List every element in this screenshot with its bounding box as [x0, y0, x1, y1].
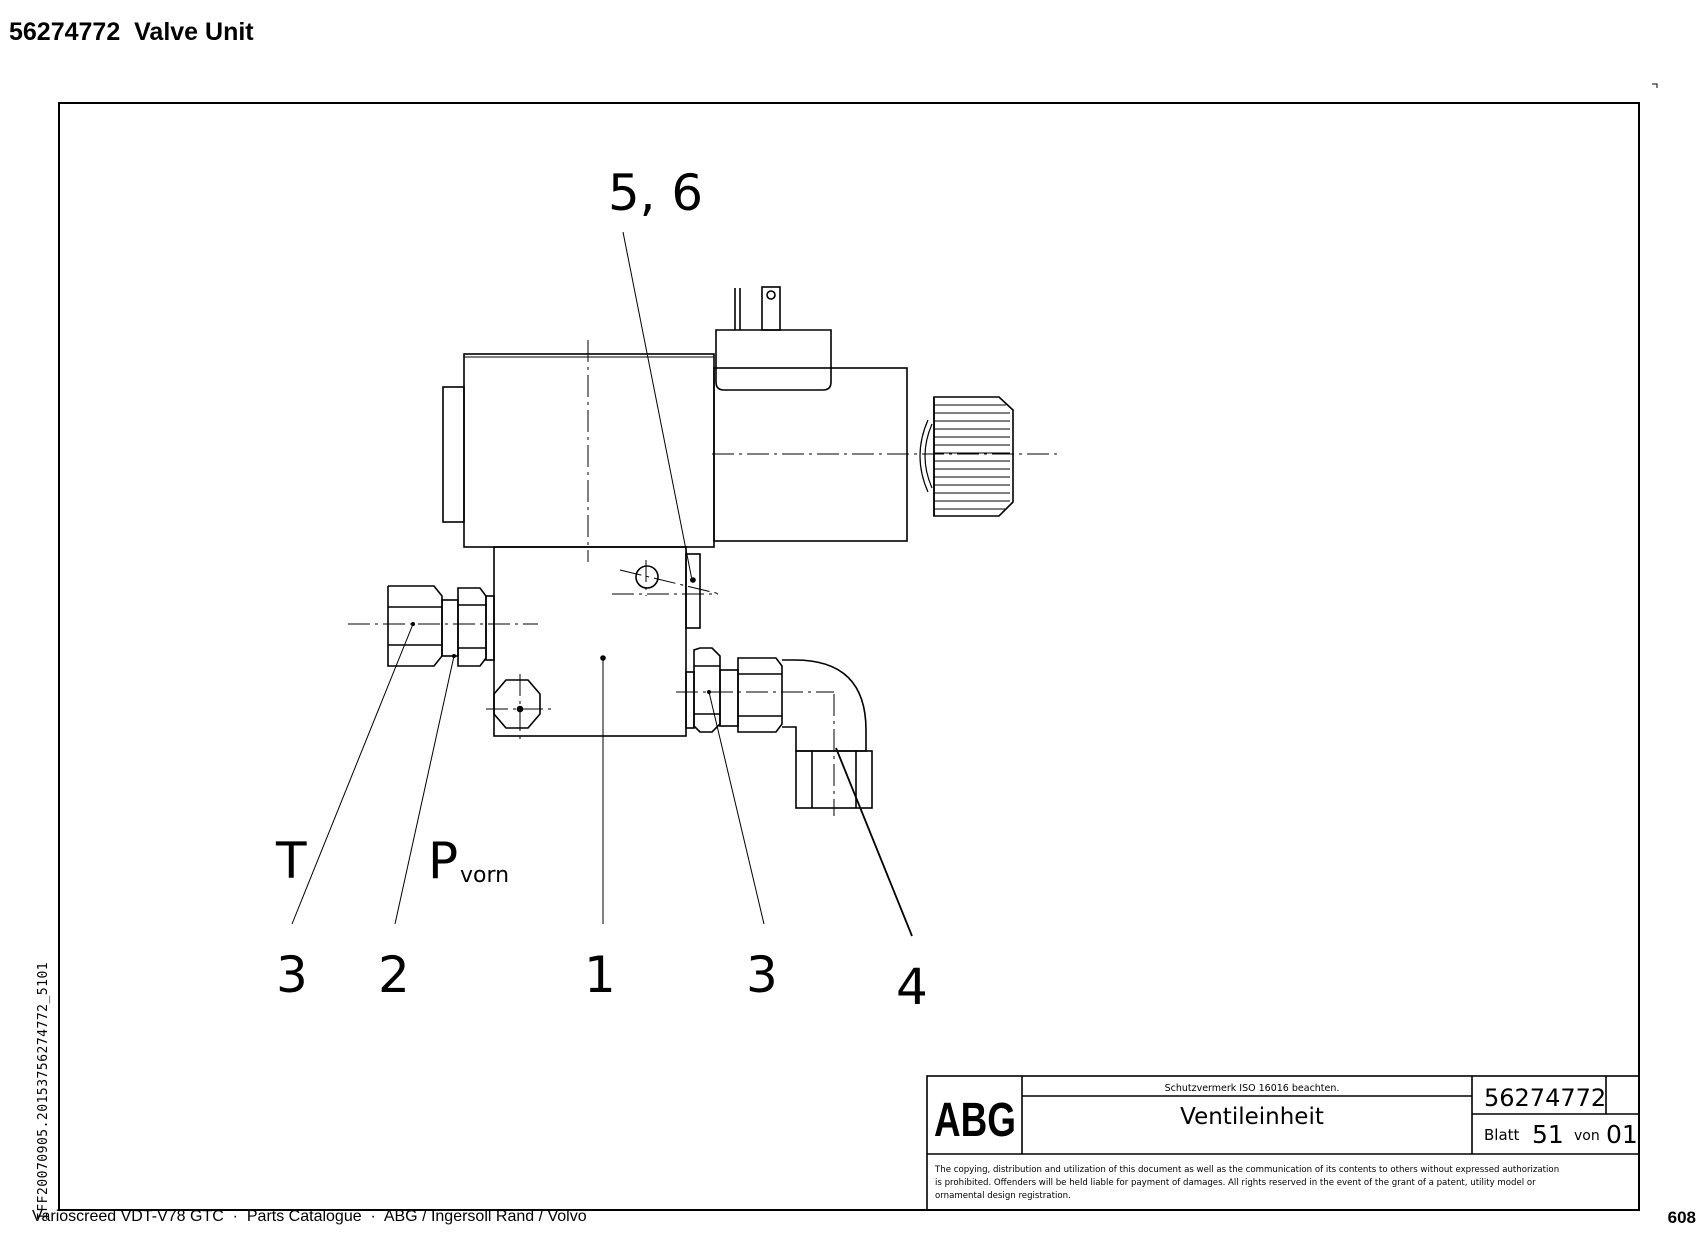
sheet-label: Blatt: [1484, 1126, 1520, 1144]
callout-3-right: 3: [746, 946, 778, 1004]
plug-pin: [761, 286, 781, 331]
footer-catalog-info: Varioscreed VDT-V78 GTC · Parts Catalogu…: [32, 1208, 587, 1225]
right-fitting-nut: [737, 657, 783, 733]
left-fitting-nut: [387, 585, 443, 667]
of-label: von: [1574, 1128, 1600, 1144]
page-title: 56274772 Valve Unit: [9, 18, 254, 46]
abg-logo: ABG: [934, 1094, 1016, 1147]
vertical-document-code: IFF20070905.20153756274772_5101: [36, 961, 51, 1220]
center-lines: [348, 340, 1060, 816]
protection-notice: Schutzvermerk ISO 16016 beachten.: [1165, 1083, 1340, 1094]
right-fitting-body: [693, 647, 721, 733]
callout-5-6: 5, 6: [608, 164, 703, 222]
connector-plug: [715, 329, 832, 391]
drawing-title: Ventileinheit: [1180, 1104, 1324, 1130]
title-block: [926, 1075, 1640, 1211]
sheet-total: 01: [1606, 1120, 1638, 1149]
port-label-p: P: [428, 832, 458, 890]
valve-housing: [463, 353, 715, 548]
callout-1: 1: [584, 946, 616, 1004]
port-label-p-subscript: vorn: [460, 863, 509, 888]
valve-assembly: [387, 286, 1014, 809]
corner-mark: [1652, 83, 1658, 88]
legal-notice-line-1: The copying, distribution and utilizatio…: [934, 1165, 1559, 1175]
callout-4: 4: [896, 958, 928, 1016]
leader-lines: [291, 231, 913, 937]
legal-notice-line-2: is prohibited. Offenders will be held li…: [935, 1178, 1536, 1188]
legal-notice-line-3: ornamental design registration.: [935, 1191, 1071, 1201]
port-label-t: T: [275, 832, 307, 890]
housing-end-cap: [442, 386, 465, 523]
callout-3-left: 3: [276, 946, 308, 1004]
elbow-fitting: [782, 659, 867, 752]
drawing-number: 56274772: [1484, 1084, 1606, 1112]
drawing-frame: [58, 102, 1640, 1211]
callout-2: 2: [378, 946, 410, 1004]
page-number: 608: [1667, 1208, 1696, 1227]
side-plate: [685, 553, 701, 629]
hex-plug: [493, 679, 541, 729]
left-fitting-body: [457, 587, 487, 667]
sheet-number: 51: [1532, 1120, 1564, 1149]
knurled-nut: [933, 396, 1014, 517]
